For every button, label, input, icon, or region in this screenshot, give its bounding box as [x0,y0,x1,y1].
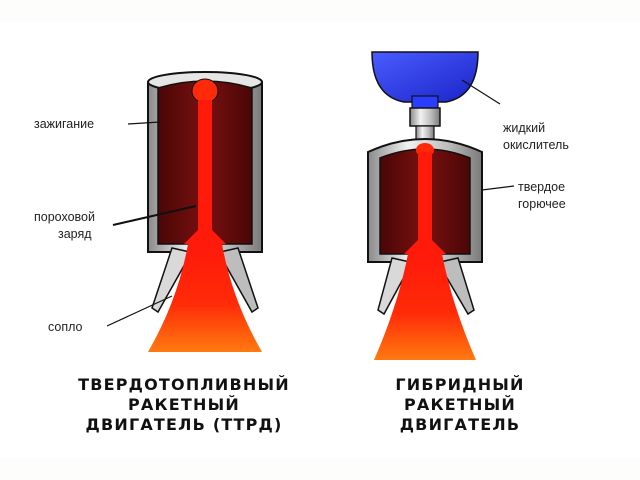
label-powder-charge-line2: заряд [58,227,92,241]
label-liquid-oxidizer-line1: жидкий [503,121,546,135]
oxidizer-feed-pipe [409,107,441,127]
right-caption-line1: ГИБРИДНЫЙ [395,375,525,394]
oxidizer-tank [371,51,479,103]
left-caption-line2: РАКЕТНЫЙ [128,395,240,414]
left-combustion-channel [184,100,226,244]
left-caption: ТВЕРДОТОПЛИВНЫЙ РАКЕТНЫЙ ДВИГАТЕЛЬ (ТТРД… [44,375,324,435]
label-ignition: зажигание [34,117,95,131]
hybrid-rocket-motor [367,51,483,360]
label-solid-fuel-line2: горючее [518,197,566,211]
right-exhaust-flame [374,254,476,360]
left-caption-line3: ДВИГАТЕЛЬ (ТТРД) [85,415,283,434]
oxidizer-feed-neck [415,125,435,141]
right-combustion-channel [404,152,446,254]
solid-rocket-motor [147,71,263,352]
label-liquid-oxidizer-line2: окислитель [503,138,569,152]
right-caption-line2: РАКЕТНЫЙ [404,395,516,414]
right-caption: ГИБРИДНЫЙ РАКЕТНЫЙ ДВИГАТЕЛЬ [370,375,550,435]
left-leader-lines [106,121,197,327]
left-exhaust-flame [148,244,262,352]
top-band [0,0,640,22]
label-solid-fuel-line1: твердое [518,180,566,194]
right-caption-line3: ДВИГАТЕЛЬ [399,415,521,434]
right-leader-lines [461,79,515,191]
label-nozzle: сопло [48,320,83,334]
left-ignitor [191,78,219,104]
bottom-band [0,458,640,480]
left-caption-line1: ТВЕРДОТОПЛИВНЫЙ [78,375,290,394]
label-powder-charge-line1: пороховой [34,210,95,224]
